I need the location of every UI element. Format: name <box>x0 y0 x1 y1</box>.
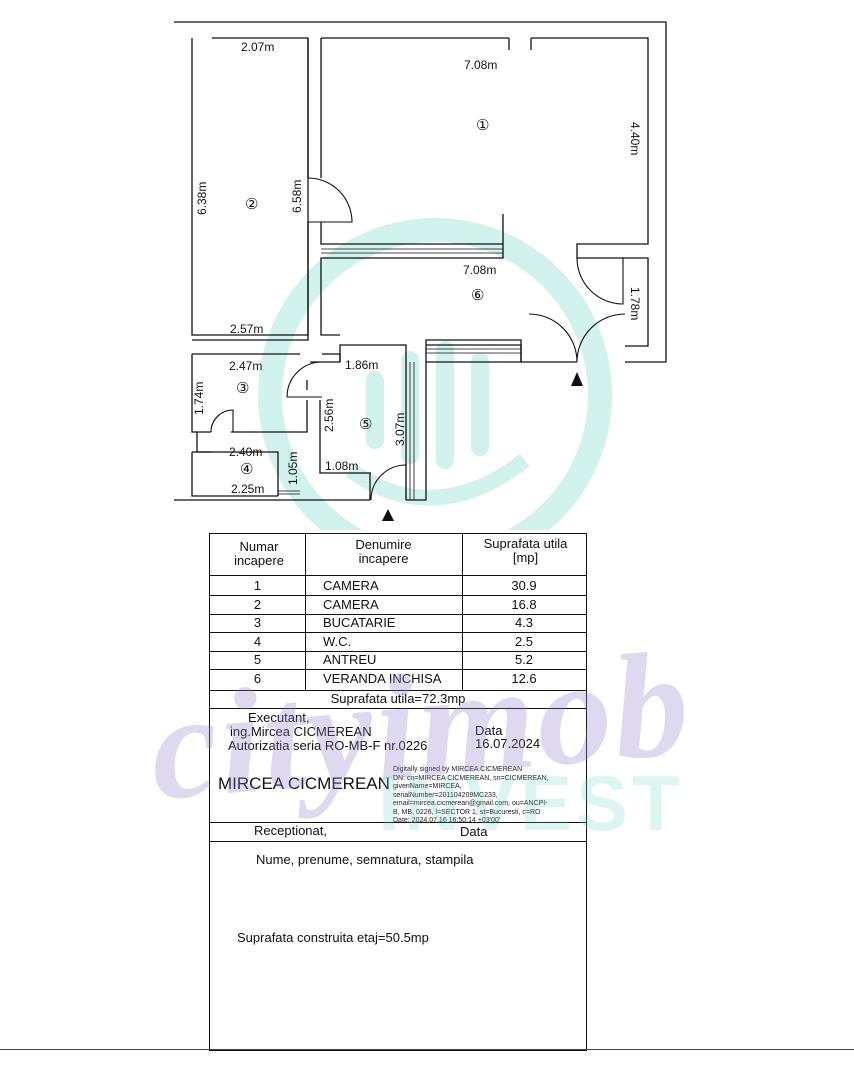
total-usable-area: Suprafata utila=72.3mp <box>330 691 466 706</box>
row-area: 4.3 <box>514 615 534 630</box>
row-name: VERANDA INCHISA <box>323 671 442 686</box>
row-number: 2 <box>253 597 262 612</box>
dim-room1-top: 7.08m <box>464 58 497 72</box>
dim-wc-top: 2.40m <box>229 445 262 459</box>
dim-antreu-top: 1.86m <box>345 358 378 372</box>
watermark-badge <box>258 218 612 530</box>
room-marker-3: ③ <box>236 380 249 397</box>
signature-instructions: Nume, prenume, semnatura, stampila <box>256 852 474 867</box>
row-number: 3 <box>253 615 262 630</box>
dim-veranda-right: 1.78m <box>628 287 642 320</box>
row-name: CAMERA <box>323 597 379 612</box>
executant-label: Executant, <box>248 710 310 725</box>
header-name: Denumire incapere <box>355 537 412 566</box>
signature-line: Digitally signed by MIRCEA CICMEREAN <box>393 766 523 773</box>
digital-signature-name: MIRCEA CICMEREAN <box>218 774 390 793</box>
room-marker-5: ⑤ <box>359 416 372 433</box>
signature-line: givenName=MIRCEA, <box>393 783 462 790</box>
receptionat-date-label: Data <box>460 824 488 839</box>
row-name: W.C. <box>323 634 352 649</box>
signature-line: B, MB, 0226, l=SECTOR 1, st=Bucuresti, c… <box>393 808 541 816</box>
row-number: 5 <box>253 652 262 667</box>
room-marker-4: ④ <box>240 461 253 478</box>
row-area: 16.8 <box>511 597 537 612</box>
authorization-number: Autorizatia seria RO-MB-F nr.0226 <box>228 738 428 753</box>
row-area: 5.2 <box>514 652 534 667</box>
doors <box>210 177 626 501</box>
receptionat-label: Receptionat, <box>254 823 327 838</box>
row-name: BUCATARIE <box>323 615 396 630</box>
dim-kitchen-left: 1.74m <box>192 382 206 415</box>
dim-wc-bottom: 2.25m <box>231 482 264 496</box>
dim-antreu-right: 3.07m <box>393 413 407 446</box>
header-area: Suprafata utila [mp] <box>483 536 568 565</box>
room-marker-1: ① <box>476 117 489 134</box>
signature-line: serialNumber=201104209MC233, <box>393 791 498 799</box>
row-name: ANTREU <box>323 652 377 667</box>
executant-date-label: Data <box>475 723 503 738</box>
floor-plan: 2.07m 7.08m 4.40m 6.38m 6.58m 7.08m 1.78… <box>174 21 667 530</box>
signature-line: email=mircea.cicmerean@gmail.com, ou=ANC… <box>393 800 548 807</box>
entrance-arrows <box>382 372 583 521</box>
dim-antreu-bottom: 1.08m <box>325 459 358 473</box>
dim-room2-right: 6.58m <box>290 180 304 213</box>
row-area: 2.5 <box>514 634 534 649</box>
executant-date-value: 16.07.2024 <box>475 736 541 751</box>
room-marker-2: ② <box>245 196 258 213</box>
row-name: CAMERA <box>323 578 379 593</box>
dim-wc-right: 1.05m <box>286 452 300 485</box>
row-number: 6 <box>253 671 262 686</box>
dim-room2-bottom: 2.57m <box>230 322 263 336</box>
dim-room2-left: 6.38m <box>195 182 209 215</box>
dim-antreu-left: 2.56m <box>322 399 336 432</box>
row-area: 30.9 <box>511 578 537 593</box>
signature-line: Date: 2024.07.16 16:50:14 +03'00' <box>393 817 501 824</box>
page-bottom-rule <box>0 1049 854 1050</box>
row-area: 12.6 <box>511 671 537 686</box>
walls <box>174 21 667 501</box>
room-markers: ① ② ③ ④ ⑤ ⑥ <box>236 117 489 478</box>
row-number: 1 <box>253 578 262 593</box>
dim-veranda-top: 7.08m <box>463 263 496 277</box>
dimension-labels: 2.07m 7.08m 4.40m 6.38m 6.58m 7.08m 1.78… <box>192 40 642 496</box>
dim-kitchen-top: 2.47m <box>229 359 262 373</box>
dim-room1-right: 4.40m <box>628 122 642 155</box>
built-area: Suprafata construita etaj=50.5mp <box>237 930 429 945</box>
glazing <box>278 248 521 500</box>
digital-signature-details: Digitally signed by MIRCEA CICMEREAN DN:… <box>393 766 549 826</box>
dim-room2-top: 2.07m <box>241 40 274 54</box>
header-number: Numar incapere <box>234 539 284 568</box>
room-schedule-table: Numar incapere Denumire incapere Suprafa… <box>209 533 587 1051</box>
signature-line: DN: cn=MIRCEA CICMEREAN, sn=CICMEREAN, <box>393 774 549 782</box>
engineer-name: ing.Mircea CICMEREAN <box>230 724 372 739</box>
room-marker-6: ⑥ <box>471 287 484 304</box>
row-number: 4 <box>253 634 262 649</box>
